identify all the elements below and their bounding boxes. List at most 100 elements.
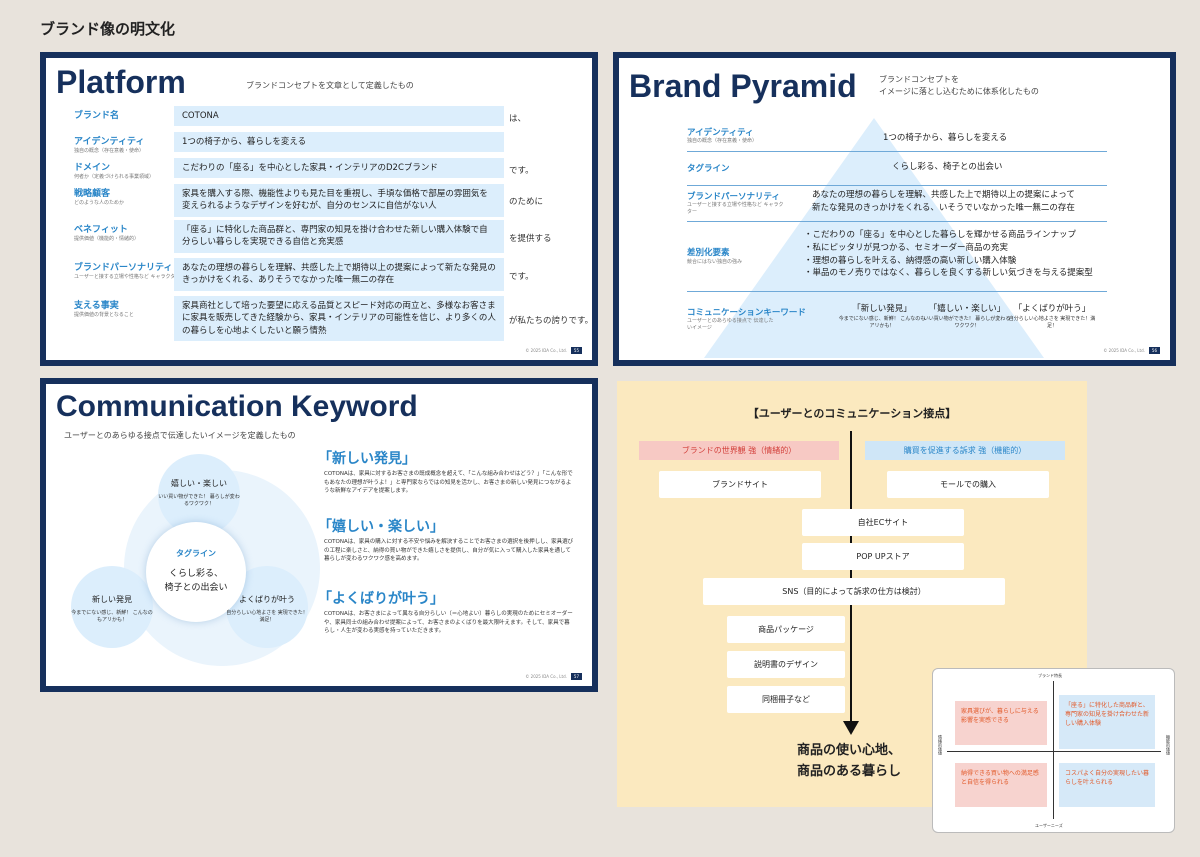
pyramid-triangle <box>704 118 1044 358</box>
platform-subtitle: ブランドコンセプトを文章として定義したもの <box>246 81 414 90</box>
keyword-circle-left <box>71 566 153 648</box>
pyramid-comm-sub: ユーザーとのあらゆる接点で 伝達したいイメージ <box>687 318 774 331</box>
matrix-top-right: 「座る」に特化した商品群と、専門家の知見を掛け合わせた新しい購入体験 <box>1059 695 1155 749</box>
pyramid-tagline-text: くらし彩る、椅子との出会い <box>892 162 1003 172</box>
pyramid-subtitle-2: イメージに落とし込むために体系化したもの <box>879 87 1039 96</box>
keyword-subtitle: ユーザーとのあらゆる接点で伝達したいイメージを定義したもの <box>64 431 296 440</box>
platform-row-sub: 提供価値（機能的・情緒的） <box>74 236 140 242</box>
platform-row-label: ドメイン <box>74 163 111 173</box>
touchpoints-end-text: 商品の使い心地、 商品のある暮らし <box>797 743 902 779</box>
platform-footer: © 2025 IDA Co., Ltd.55 <box>525 347 582 354</box>
pyramid-personality-sub: ユーザーと接する立場や性格など キャラクター <box>687 202 784 215</box>
pyramid-diff-row: 差別化要素 競合にはない独自の強み ・こだわりの「座る」を中心とした暮らしを輝か… <box>687 222 1107 292</box>
keyword-center-label: タグライン <box>176 549 216 558</box>
keyword-slide: Communication Keyword ユーザーとのあらゆる接点で伝達したい… <box>40 378 598 692</box>
touchpoint-ec-site: 自社ECサイト <box>802 509 964 536</box>
pyramid-personality-label: ブランドパーソナリティ <box>687 192 780 202</box>
pyramid-diff-item: ・こだわりの「座る」を中心とした暮らしを輝かせる商品ラインナップ <box>804 230 1077 240</box>
platform-row-sub: 提供価値の背景となること <box>74 312 134 318</box>
platform-row-text: こだわりの「座る」を中心とした家具・インテリアのD2Cブランド <box>174 158 504 179</box>
pyramid-slide: Brand Pyramid ブランドコンセプトを イメージに落とし込むために体系… <box>613 52 1176 366</box>
pyramid-diff-label: 差別化要素 <box>687 248 730 258</box>
touchpoint-brand-site: ブランドサイト <box>659 471 821 498</box>
platform-row-suffix: を提供する <box>509 234 552 244</box>
matrix-right-axis: 機能的価値 <box>1166 735 1171 755</box>
pyramid-tagline-label: タグライン <box>687 164 730 174</box>
touchpoints-arrow-icon <box>843 721 859 735</box>
pyramid-diff-item: ・私にピッタリが見つかる、セミオーダー商品の充実 <box>804 242 1009 253</box>
matrix-left-axis: 情緒的価値 <box>938 735 943 755</box>
pyramid-keyword-sub: 今までにない感じ、新鮮！ こんなのもアリかも！ <box>838 316 926 329</box>
keyword-circle-top-title: 嬉しい・楽しい <box>171 479 227 488</box>
matrix-bottom-axis: ユーザーニーズ <box>1035 823 1063 828</box>
pyramid-personality-text: あなたの理想の暮らしを理解、共感した上で期待以上の提案によって 新たな発見のきっ… <box>812 190 1075 213</box>
pyramid-diff-item: ・理想の暮らしを叶える、納得感の高い新しい購入体験 <box>804 255 1017 266</box>
pyramid-identity-label: アイデンティティ <box>687 128 754 138</box>
platform-row-text: COTONA <box>174 106 504 127</box>
touchpoints-title: 【ユーザーとのコミュニケーション接点】 <box>747 407 957 420</box>
keyword-section-body: COTONAは、家具に対するお客さまの既成概念を超えて、「こんな組み合わせはどう… <box>324 471 573 495</box>
platform-row-suffix: です。 <box>509 272 534 282</box>
keyword-section-body: COTONAは、お客さまによって異なる自分らしい（＝心地よい）暮らしの実現のため… <box>324 611 573 635</box>
matrix-h-axis <box>947 751 1161 752</box>
touchpoint-popup: POP UPストア <box>802 543 964 570</box>
value-matrix: ブランド特長 ユーザーニーズ 情緒的価値 機能的価値 家具選びが、暮らしに与える… <box>932 668 1175 833</box>
matrix-v-axis <box>1053 681 1054 819</box>
platform-row-label: ブランド名 <box>74 111 120 121</box>
pyramid-keyword-title: 「新しい発見」 <box>852 304 912 314</box>
touchpoint-mall: モールでの購入 <box>887 471 1049 498</box>
platform-row: ブランド名 COTONA は、 <box>74 106 592 132</box>
pyramid-identity-sub: 独自の概念（存在意義・使命） <box>687 138 758 144</box>
touchpoints-right-tag: 購買を促進する訴求 強（機能的） <box>865 441 1065 460</box>
platform-row-text: あなたの理想の暮らしを理解、共感した上で期待以上の提案によって新たな発見のきっか… <box>174 258 504 291</box>
touchpoints-left-tag: ブランドの世界観 強（情緒的） <box>639 441 839 460</box>
platform-row-label: 支える事実 <box>74 301 119 311</box>
pyramid-comm-row: コミュニケーションキーワード ユーザーとのあらゆる接点で 伝達したいイメージ 「… <box>687 294 1107 344</box>
touchpoint-manual: 説明書のデザイン <box>727 651 845 678</box>
pyramid-subtitle-1: ブランドコンセプトを <box>879 75 959 84</box>
keyword-center-circle <box>146 522 246 622</box>
pyramid-tagline-row: タグライン くらし彩る、椅子との出会い <box>687 152 1107 186</box>
keyword-circle-top-sub: いい買い物ができた！ 暮らしが変わるワクワク！ <box>158 494 240 507</box>
keyword-section-body: COTONAは、家具の購入に対する不安や悩みを解決することでお客さまの選択を後押… <box>324 539 574 563</box>
platform-row: 戦略顧客どのような人のためか家具を購入する際、機能性よりも見た目を重視し、手頃な… <box>74 184 592 217</box>
platform-row-label: 戦略顧客 <box>74 189 111 199</box>
platform-row-sub: どのような人のためか <box>74 200 125 206</box>
pyramid-footer: © 2025 IDA Co., Ltd.56 <box>1103 347 1160 354</box>
platform-row-text: 1つの椅子から、暮らしを変える <box>174 132 504 153</box>
page-title: ブランド像の明文化 <box>40 20 176 38</box>
platform-row-suffix: は、 <box>509 114 527 124</box>
platform-row: ブランドパーソナリティユーザーと接する立場や性格など キャラクターあなたの理想の… <box>74 258 592 291</box>
platform-row-text: 「座る」に特化した商品群と、専門家の知見を掛け合わせた新しい購入体験で自分らしい… <box>174 220 504 253</box>
touchpoint-package: 商品パッケージ <box>727 616 845 643</box>
keyword-section-title: 「嬉しい・楽しい」 <box>318 519 444 535</box>
keyword-section-title: 「新しい発見」 <box>318 451 416 467</box>
platform-row-suffix: のために <box>509 197 544 207</box>
keyword-circle-left-title: 新しい発見 <box>92 595 132 604</box>
platform-row: ドメイン何者か（定義づけられる事業領域） こだわりの「座る」を中心とした家具・イン… <box>74 158 592 184</box>
touchpoints-panel: 【ユーザーとのコミュニケーション接点】 ブランドの世界観 強（情緒的） 購買を促… <box>617 381 1087 807</box>
keyword-title: Communication Keyword <box>56 390 418 423</box>
platform-row-label: ブランドパーソナリティ <box>74 263 173 273</box>
platform-row-suffix: です。 <box>509 166 534 176</box>
keyword-footer: © 2025 IDA Co., Ltd.57 <box>525 673 582 680</box>
platform-row-sub: 何者か（定義づけられる事業領域） <box>74 174 155 180</box>
keyword-circle-left-sub: 今までにない感じ、新鮮！ こんなのもアリかも！ <box>71 610 153 623</box>
pyramid-keyword-title: 「よくばりが叶う」 <box>1013 304 1091 314</box>
keyword-circle-right-title: よくばりが叶う <box>239 595 295 604</box>
platform-row-sub: ユーザーと接する立場や性格など キャラクター <box>74 274 181 280</box>
keyword-center-text-2: 椅子との出会い <box>164 583 228 593</box>
matrix-bottom-left: 納得できる買い物への満足感と自信を得られる <box>955 763 1047 807</box>
pyramid-diff-list: ・こだわりの「座る」を中心とした暮らしを輝かせる商品ラインナップ・私にピッタリが… <box>804 229 1093 280</box>
platform-row-suffix: が私たちの誇りです。 <box>509 316 594 326</box>
platform-row-label: アイデンティティ <box>74 137 145 147</box>
matrix-top-axis: ブランド特長 <box>1038 673 1062 678</box>
matrix-bottom-right: コスパよく自分の実現したい暮らしを叶えられる <box>1059 763 1155 807</box>
touchpoint-sns: SNS（目的によって訴求の仕方は検討） <box>703 578 1005 605</box>
platform-row: アイデンティティ独自の概念（存在意義・使命） 1つの椅子から、暮らしを変える <box>74 132 592 158</box>
pyramid-diff-item: ・単品のモノ売りではなく、暮らしを良くする新しい気づきを与える提案型 <box>804 268 1093 279</box>
pyramid-title: Brand Pyramid <box>629 68 857 104</box>
platform-row-sub: 独自の概念（存在意義・使命） <box>74 148 145 154</box>
platform-row: ベネフィット提供価値（機能的・情緒的）「座る」に特化した商品群と、専門家の知見を… <box>74 220 592 253</box>
